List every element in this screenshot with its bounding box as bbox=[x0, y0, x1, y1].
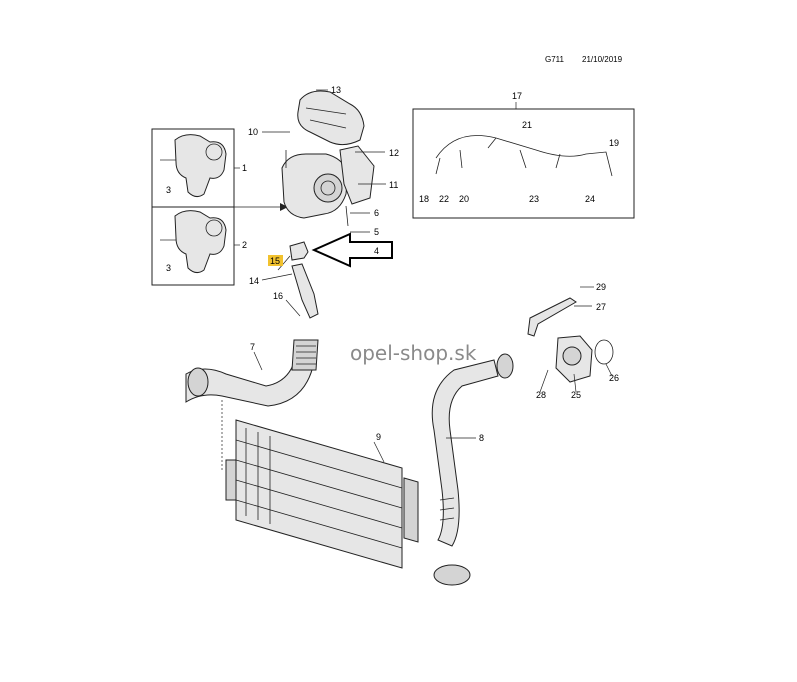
diagram-date: 21/10/2019 bbox=[582, 55, 623, 64]
part-label-9: 9 bbox=[376, 432, 381, 442]
leader-lines bbox=[253, 89, 613, 463]
part-label-21: 21 bbox=[522, 120, 532, 130]
part-label-24: 24 bbox=[585, 194, 595, 204]
intercooler-part bbox=[221, 400, 419, 569]
part-label-3b: 3 bbox=[166, 263, 171, 273]
part-label-27: 27 bbox=[596, 302, 606, 312]
part-label-14: 14 bbox=[249, 276, 259, 286]
part-label-6: 6 bbox=[374, 208, 379, 218]
part-label-26: 26 bbox=[609, 373, 619, 383]
part-label-16: 16 bbox=[273, 291, 283, 301]
part-label-17: 17 bbox=[512, 91, 522, 101]
part-label-11: 11 bbox=[389, 180, 398, 190]
wiring-harness-box bbox=[412, 108, 635, 219]
outlet-pipe-part bbox=[289, 241, 319, 319]
part-label-2: 2 bbox=[242, 240, 247, 250]
part-label-3a: 3 bbox=[166, 185, 171, 195]
variant-box-2 bbox=[151, 206, 240, 286]
heat-shield-part bbox=[297, 90, 365, 146]
part-label-23: 23 bbox=[529, 194, 539, 204]
part-label-1: 1 bbox=[242, 163, 247, 173]
part-label-5: 5 bbox=[374, 227, 379, 237]
part-label-28: 28 bbox=[536, 390, 546, 400]
part-labels: 13 10 12 11 6 5 4 1 2 3 3 15 14 16 7 9 8… bbox=[166, 85, 619, 443]
intercooler-outlet-hose bbox=[431, 353, 514, 586]
part-label-12: 12 bbox=[389, 148, 399, 158]
watermark: opel-shop.sk bbox=[350, 341, 477, 365]
part-label-22: 22 bbox=[439, 194, 449, 204]
part-label-29: 29 bbox=[596, 282, 606, 292]
highlight-box-15 bbox=[268, 255, 283, 266]
throttle-body-part bbox=[527, 297, 614, 383]
turbocharger-part bbox=[281, 145, 375, 227]
part-label-25: 25 bbox=[571, 390, 581, 400]
part-label-18: 18 bbox=[419, 194, 429, 204]
variant-box-1 bbox=[151, 128, 240, 208]
part-label-13: 13 bbox=[331, 85, 341, 95]
part-label-8: 8 bbox=[479, 433, 484, 443]
part-label-4: 4 bbox=[374, 246, 379, 256]
callout-arrow bbox=[311, 232, 393, 268]
part-label-15: 15 bbox=[270, 256, 280, 266]
part-label-7: 7 bbox=[250, 342, 255, 352]
part-label-19: 19 bbox=[609, 138, 619, 148]
intercooler-inlet-hose bbox=[185, 339, 319, 407]
part-label-20: 20 bbox=[459, 194, 469, 204]
diagram-code: G711 bbox=[545, 55, 565, 64]
part-label-10: 10 bbox=[248, 127, 258, 137]
